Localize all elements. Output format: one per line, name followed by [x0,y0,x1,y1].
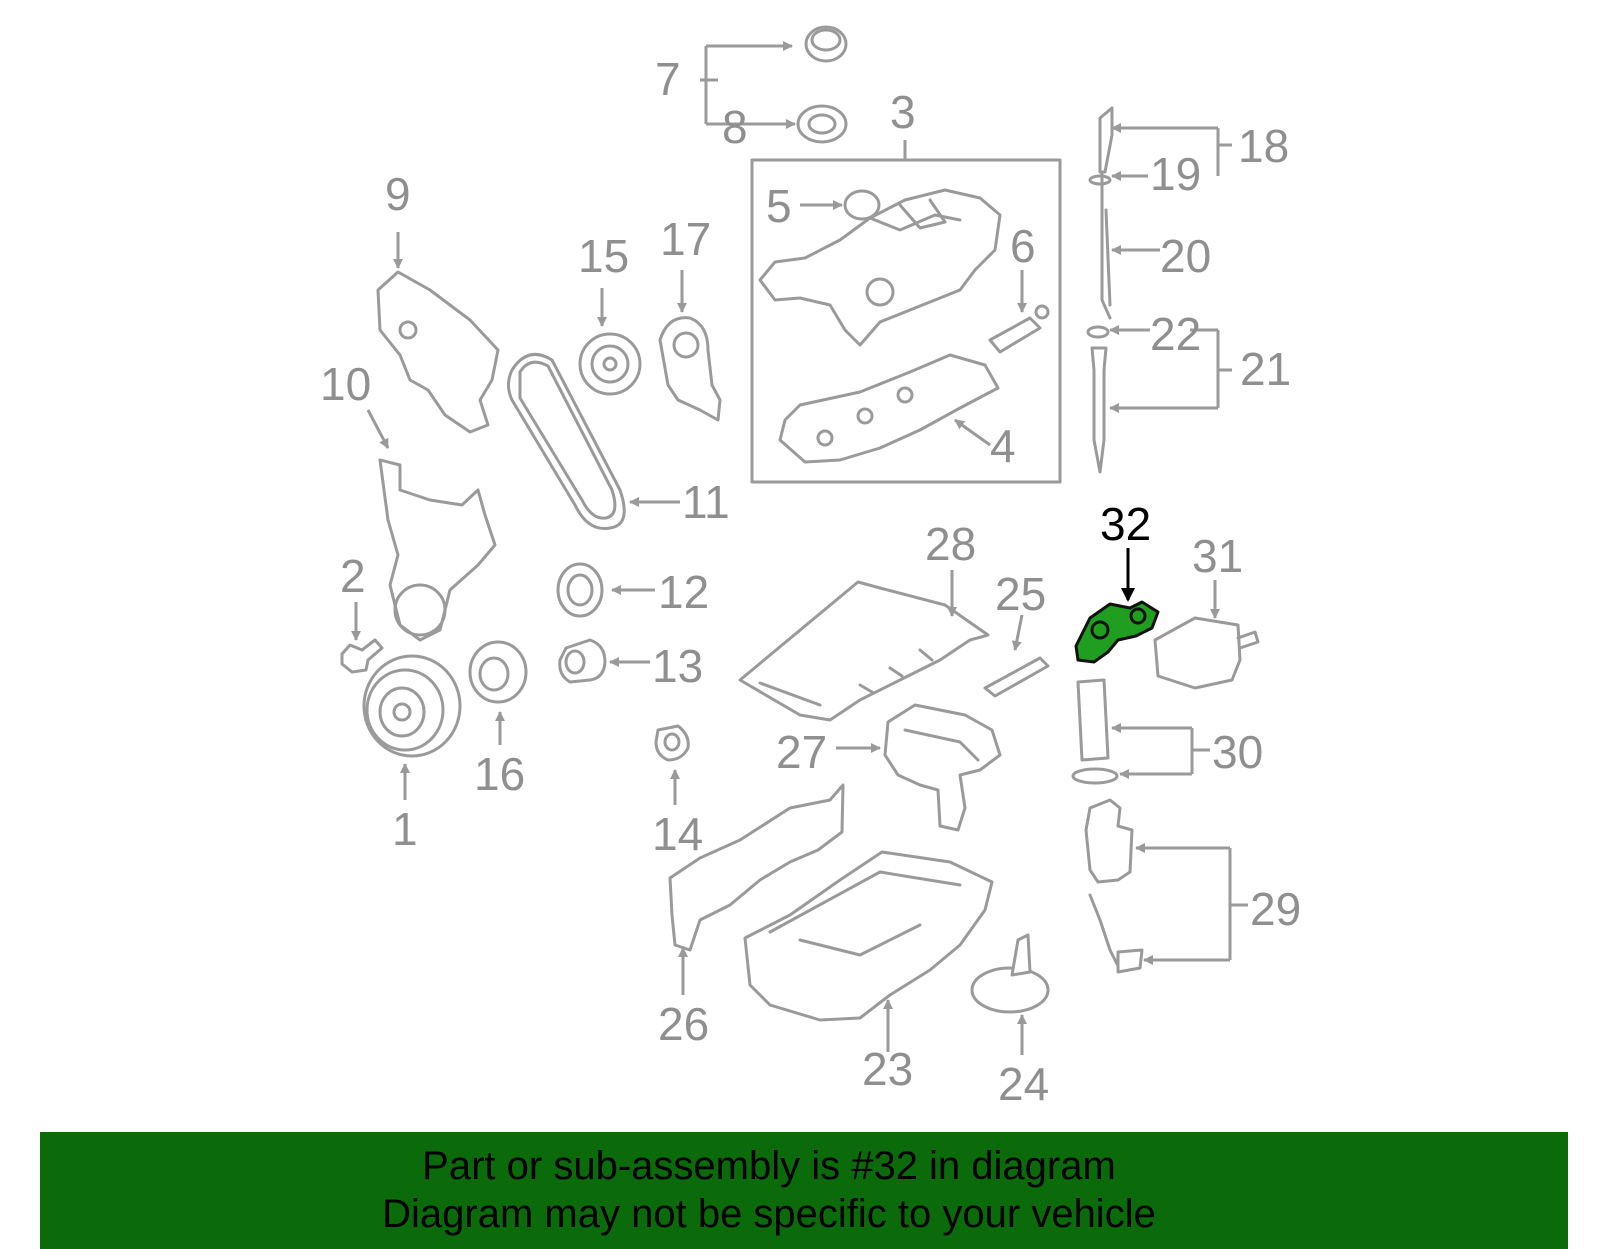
part-23-oil-pan [743,850,994,1022]
callout-15: 15 [578,230,629,282]
part-29-oil-filter-housing [1084,798,1144,974]
leaders-18-22 [1109,123,1232,413]
callout-2: 2 [340,550,366,602]
callout-25: 25 [995,568,1046,620]
part-16-crank-sprocket [468,640,528,704]
callout-6: 6 [1010,220,1036,272]
callout-29: 29 [1250,883,1301,935]
callout-28: 28 [925,518,976,570]
part-25-gasket [983,656,1050,698]
leader-4 [954,418,991,447]
callout-26: 26 [658,998,709,1050]
part-19-o-ring [1088,174,1112,186]
callout-1: 1 [392,803,418,855]
part-14-spacer [654,724,690,762]
info-banner: Part or sub-assembly is #32 in diagram D… [40,1132,1568,1249]
leader-7-8 [700,41,796,129]
part-30-oil-filter-element [1071,678,1119,785]
part-12-idler-pulley [556,562,604,618]
part-22-o-ring [1086,325,1110,339]
leader-30 [1111,723,1210,779]
callout-3: 3 [890,86,916,138]
part-32-highlighted-gasket [1074,600,1160,664]
part-3-valve-cover-group-box [750,158,1062,484]
part-28-oil-baffle [738,580,990,722]
callout-4: 4 [990,420,1016,472]
exploded-parts-diagram: 7 8 3 5 6 4 [320,25,1301,1110]
callout-10: 10 [320,358,371,410]
callout-20: 20 [1160,230,1211,282]
part-4-valve-cover-gasket [778,353,1000,464]
callout-12: 12 [658,566,709,618]
callout-23: 23 [862,1043,913,1095]
part-31-oil-cooler [1153,616,1260,690]
callout-22: 22 [1150,308,1201,360]
callout-11: 11 [682,476,730,528]
callout-18: 18 [1238,120,1289,172]
part-27-oil-pump [883,703,1002,832]
part-9-upper-timing-cover [376,270,500,434]
callout-24: 24 [998,1058,1049,1110]
leader-29 [1135,843,1248,965]
callout-16: 16 [474,748,525,800]
callout-13: 13 [652,640,703,692]
part-21-dipstick-tube [1090,346,1108,474]
part-1-crankshaft-pulley [362,654,462,758]
callout-32: 32 [1100,498,1151,550]
callout-17: 17 [660,213,711,265]
banner-line-2: Diagram may not be specific to your vehi… [382,1192,1156,1236]
callout-9: 9 [385,168,411,220]
part-24-oil-pickup [970,933,1050,1014]
part-5-seal [843,189,881,221]
part-18-dipstick [1098,106,1114,320]
part-7-oil-filler-cap [804,25,848,63]
part-6-sensor [988,304,1050,354]
part-2-bolt [340,638,384,674]
callout-8: 8 [722,101,748,153]
callout-7: 7 [655,53,681,105]
leader-10 [366,409,390,449]
part-3-valve-cover [758,188,1002,347]
callout-5: 5 [766,180,792,232]
leader-25 [1011,614,1024,651]
part-10-lower-timing-cover [378,458,497,642]
callout-21: 21 [1240,343,1291,395]
callout-19: 19 [1150,148,1201,200]
callout-31: 31 [1192,530,1243,582]
callout-30: 30 [1212,726,1263,778]
part-15-tensioner-pulley [578,332,642,396]
callout-14: 14 [652,808,703,860]
part-8-cap-seal [796,104,848,144]
callout-27: 27 [776,726,827,778]
banner-line-1: Part or sub-assembly is #32 in diagram [422,1144,1116,1188]
part-17-tensioner [658,316,722,422]
part-11-timing-belt [507,352,626,531]
part-13-idler-pulley [558,638,607,684]
